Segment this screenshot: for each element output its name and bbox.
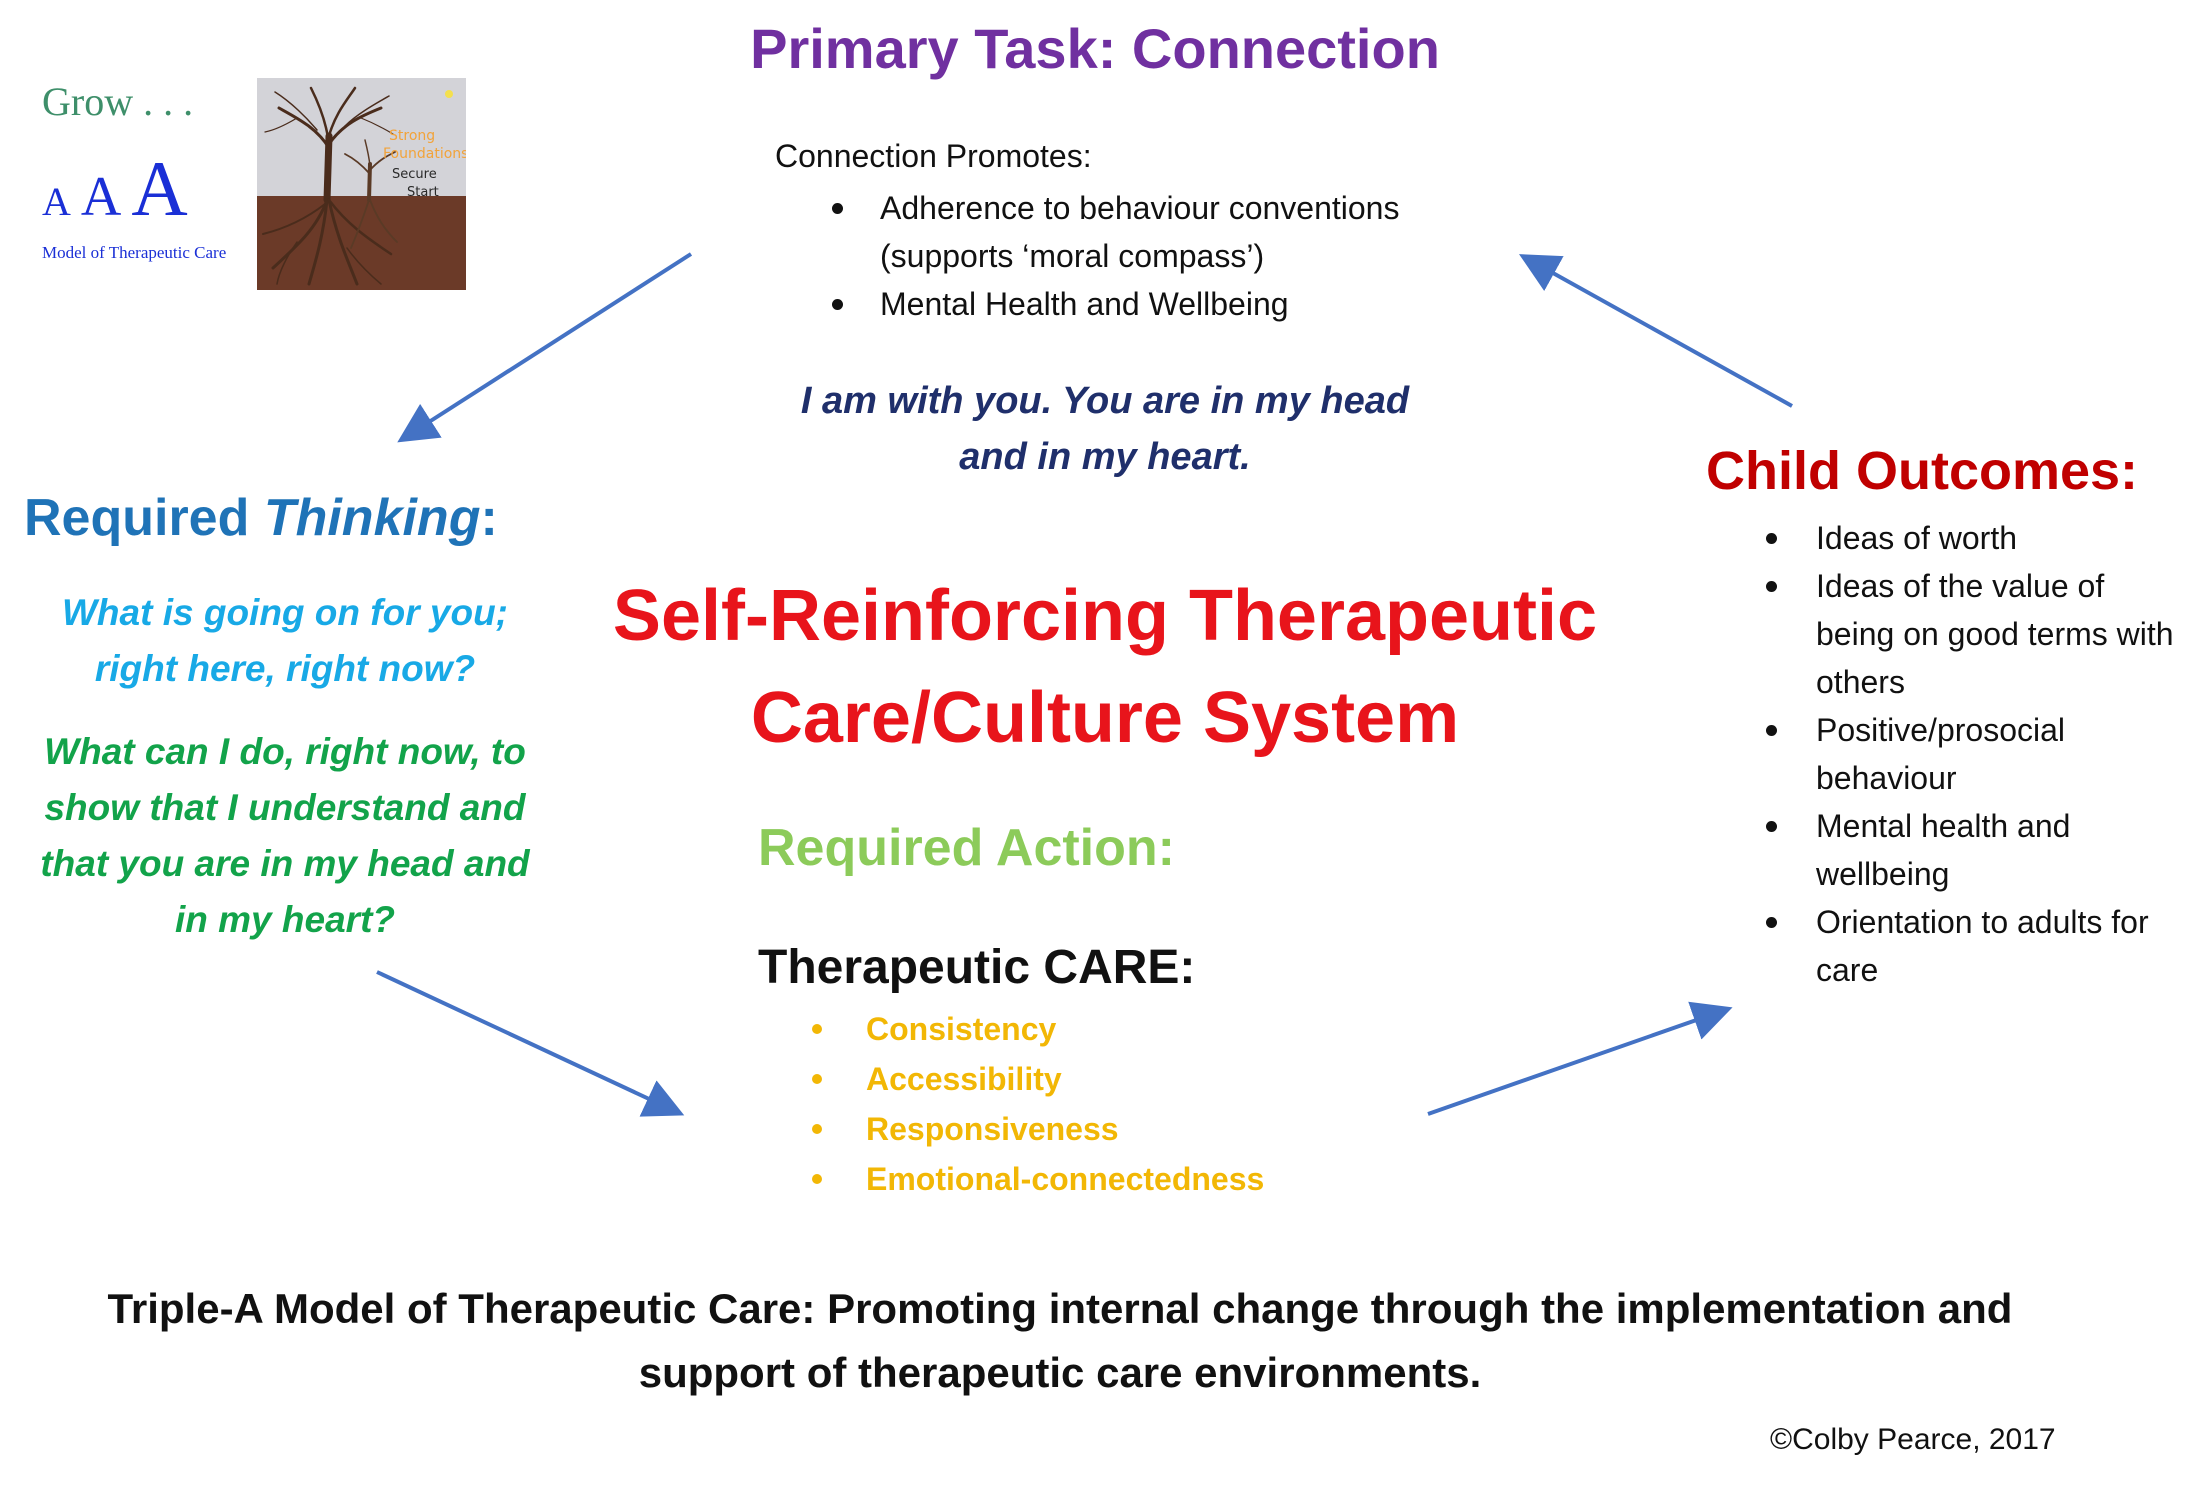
connection-promotes-heading: Connection Promotes: (775, 138, 1092, 175)
system-title-line: Self-Reinforcing Therapeutic (560, 565, 1650, 667)
logo-image-text-foundations: Foundations (383, 146, 466, 162)
arrow-action-to-outcomes (1428, 1010, 1725, 1114)
question-line: in my heart? (0, 892, 570, 948)
required-thinking-title: Required Thinking: (24, 488, 498, 548)
care-item: Responsiveness (812, 1104, 1372, 1154)
child-outcomes-list: Ideas of worth Ideas of the value of bei… (1762, 514, 2182, 994)
logo-letter-large: A (131, 150, 187, 228)
question-line: What is going on for you; (0, 585, 570, 641)
arrow-thinking-to-action (377, 972, 677, 1112)
question-line: right here, right now? (0, 641, 570, 697)
outcome-item: Positive/prosocial behaviour (1762, 706, 2182, 802)
system-title: Self-Reinforcing Therapeutic Care/Cultur… (560, 565, 1650, 769)
question-line: What can I do, right now, to (0, 724, 570, 780)
quote-line: I am with you. You are in my head (700, 373, 1510, 429)
caption-line: support of therapeutic care environments… (60, 1341, 2060, 1405)
logo-image-text-start: Start (407, 185, 439, 200)
care-item: Consistency (812, 1004, 1372, 1054)
child-outcomes-title: Child Outcomes: (1706, 440, 2138, 502)
figure-caption: Triple-A Model of Therapeutic Care: Prom… (60, 1277, 2060, 1405)
caption-line: Triple-A Model of Therapeutic Care: Prom… (60, 1277, 2060, 1341)
question-line: that you are in my head and (0, 836, 570, 892)
thinking-title-italic: Thinking (264, 489, 481, 547)
outcome-item: Mental health and wellbeing (1762, 802, 2182, 898)
primary-task-title: Primary Task: Connection (650, 16, 1540, 81)
therapeutic-care-heading: Therapeutic CARE: (758, 940, 1195, 995)
quote-line: and in my heart. (700, 429, 1510, 485)
list-item: Adherence to behaviour conventions (supp… (826, 184, 1476, 280)
copyright-notice: ©Colby Pearce, 2017 (1770, 1423, 2056, 1457)
question-line: show that I understand and (0, 780, 570, 836)
thinking-question-two: What can I do, right now, to show that I… (0, 724, 570, 948)
care-item: Accessibility (812, 1054, 1372, 1104)
connection-quote: I am with you. You are in my head and in… (700, 373, 1510, 485)
required-action-heading: Required Action: (758, 818, 1175, 878)
logo-subtitle: Model of Therapeutic Care (42, 243, 226, 263)
logo-image-text-secure: Secure (392, 167, 437, 182)
system-title-line: Care/Culture System (560, 667, 1650, 769)
outcome-item: Ideas of worth (1762, 514, 2182, 562)
arrow-outcomes-to-connection (1526, 258, 1792, 406)
thinking-question-one: What is going on for you; right here, ri… (0, 585, 570, 697)
list-item: Mental Health and Wellbeing (826, 280, 1476, 328)
thinking-title-suffix: : (480, 489, 497, 547)
tree-logo-image: Strong Foundations Secure Start (257, 78, 466, 290)
thinking-title-prefix: Required (24, 489, 264, 547)
outcome-item: Orientation to adults for care (1762, 898, 2182, 994)
outcome-item: Ideas of the value of being on good term… (1762, 562, 2182, 706)
care-item: Emotional-connectedness (812, 1154, 1372, 1204)
logo-image-text-strong: Strong (389, 128, 435, 144)
care-list: Consistency Accessibility Responsiveness… (812, 1004, 1372, 1204)
logo-triple-a: A A A (42, 150, 188, 228)
logo-letter-medium: A (81, 169, 121, 225)
sun-icon (445, 90, 453, 98)
logo-grow-text: Grow . . . (42, 78, 193, 125)
connection-promotes-list: Adherence to behaviour conventions (supp… (826, 184, 1476, 328)
logo-letter-small: A (42, 182, 71, 222)
